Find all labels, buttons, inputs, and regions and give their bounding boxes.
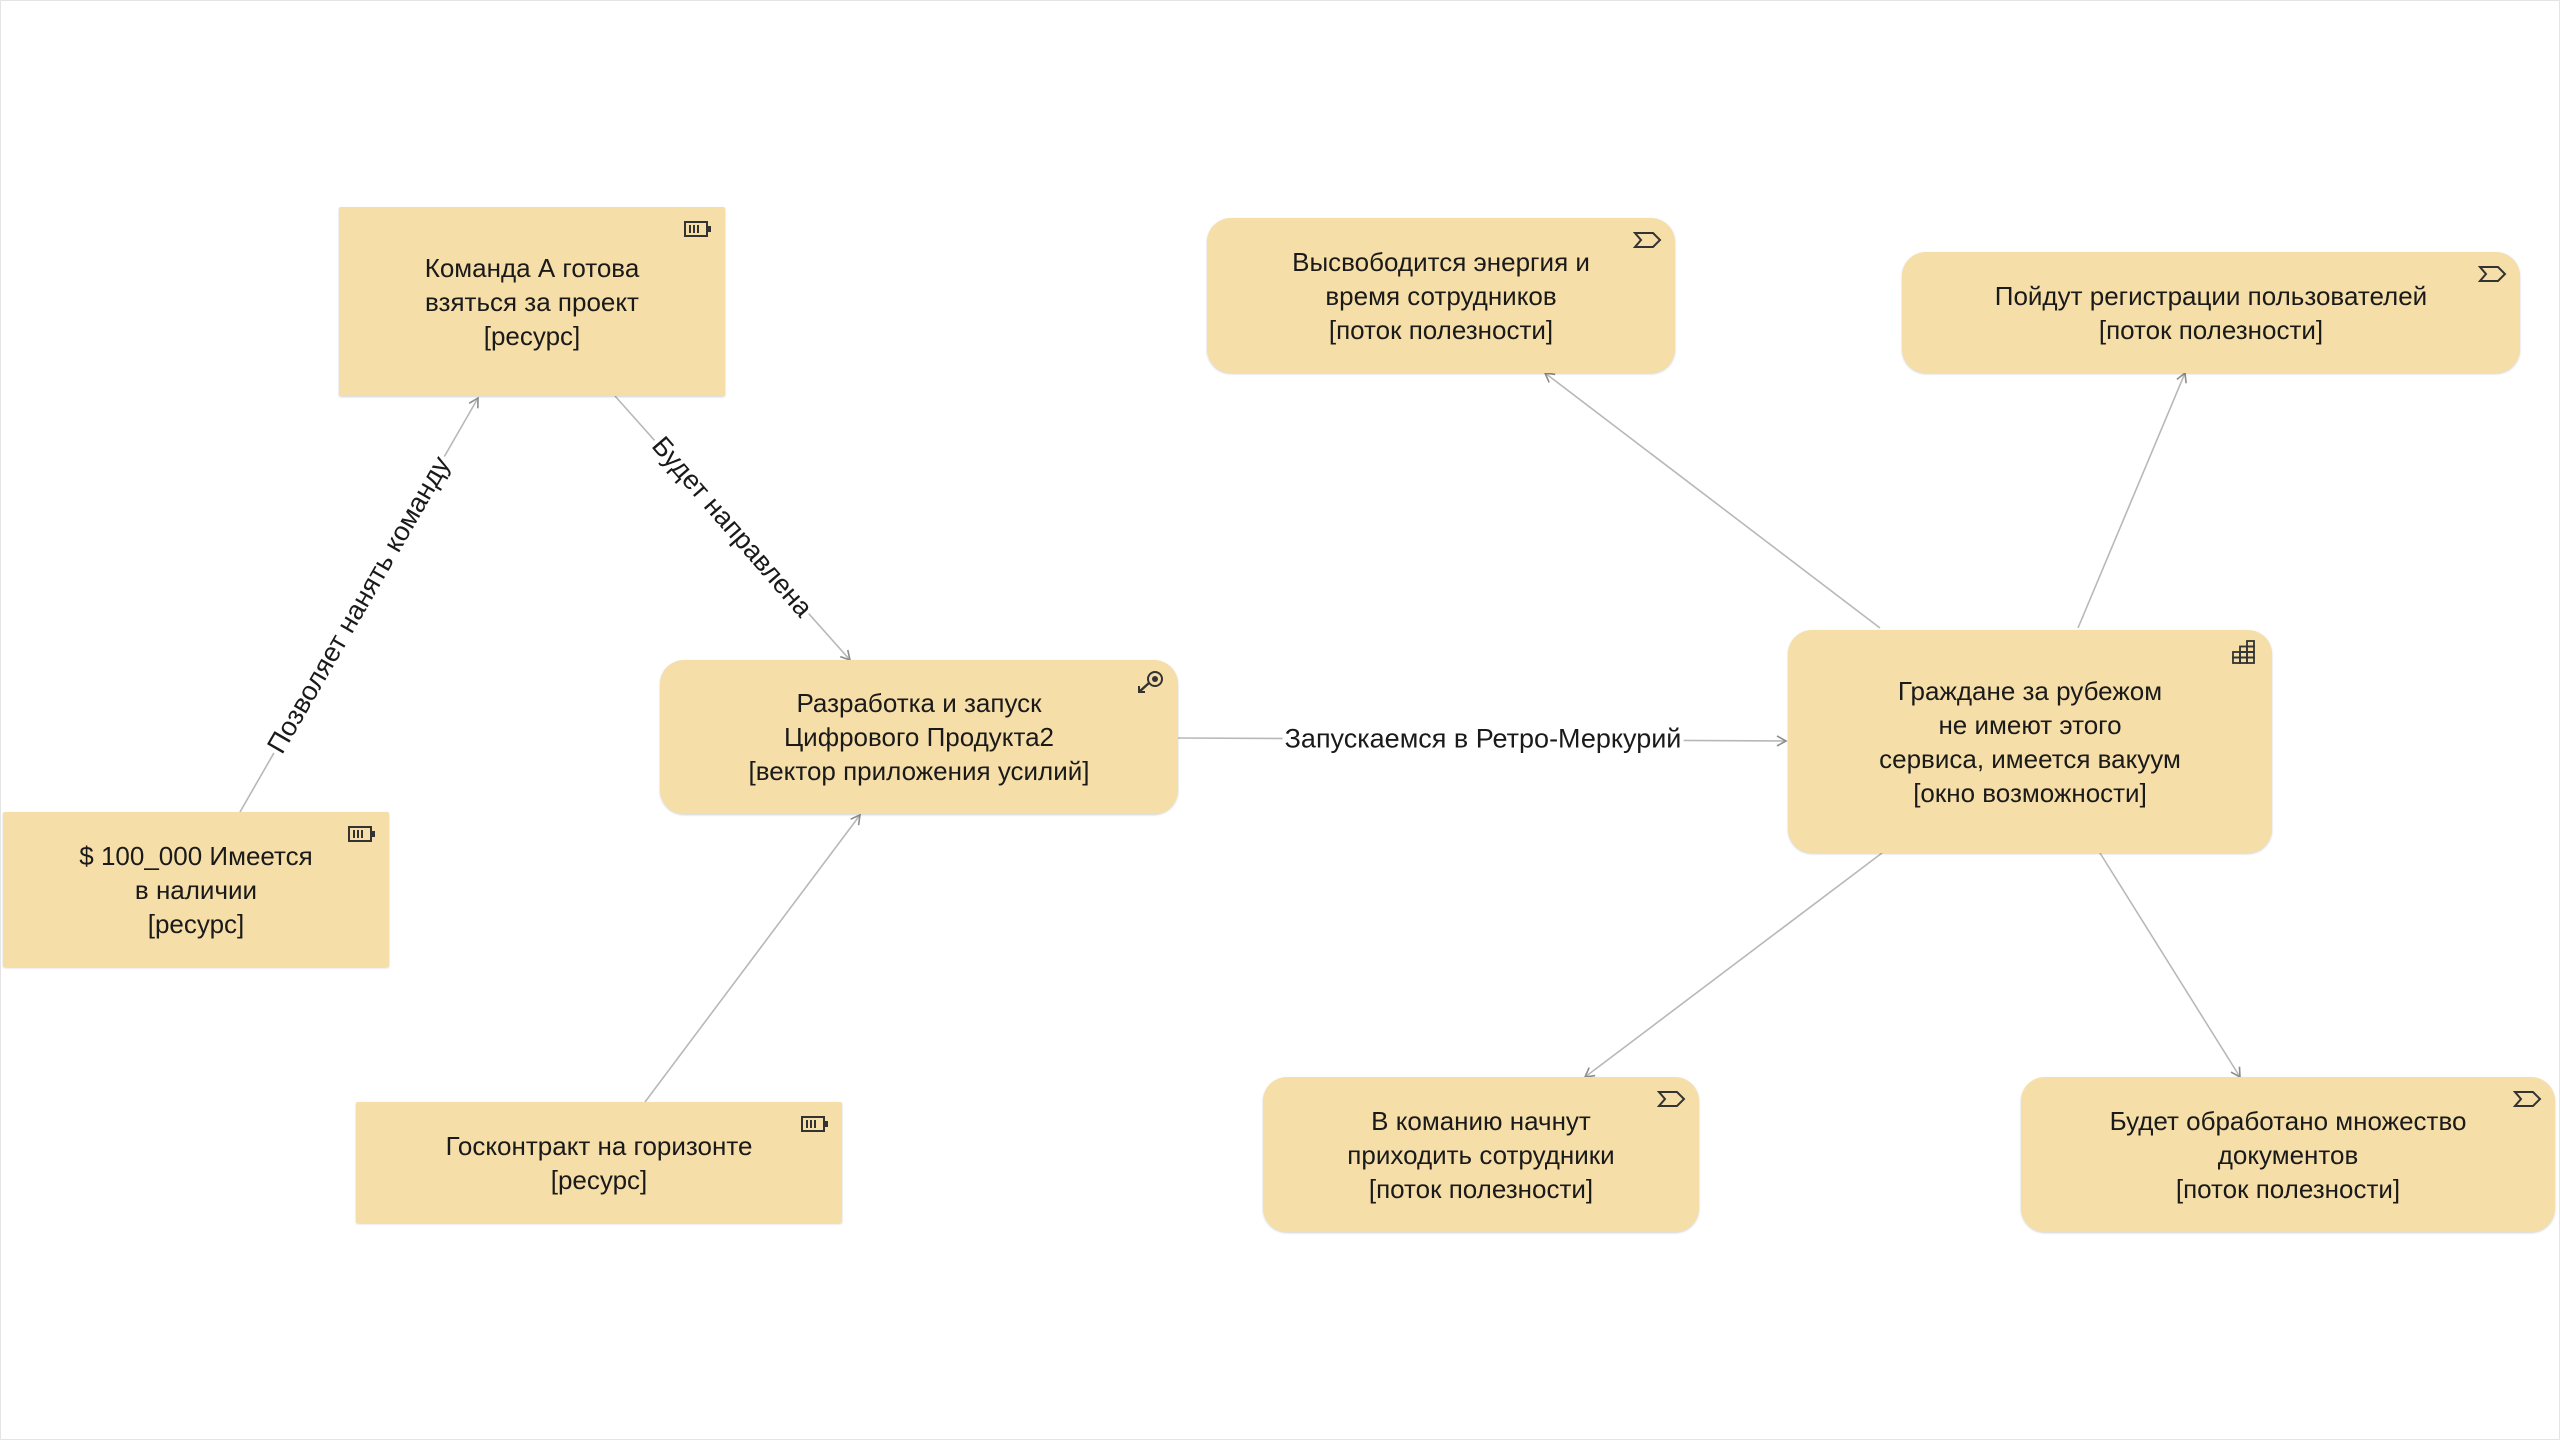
node-text-line: В команию начнут (1371, 1105, 1591, 1136)
resource-icon (684, 221, 711, 237)
node-type-label: [ресурс] (550, 1164, 648, 1195)
value-stream-icon (2513, 1091, 2542, 1107)
capability-icon (2232, 640, 2255, 664)
node-text-line: в наличии (134, 874, 258, 905)
node-text-line: не имеют этого (1938, 709, 2122, 740)
node-text-line: Граждане за рубежом (1897, 675, 2163, 706)
node-type-label: [окно возможности] (1913, 777, 2147, 808)
node-text-line: сервиса, имеется вакуум (1879, 743, 2181, 774)
resource-icon (348, 826, 375, 842)
node-text-line: Разработка и запуск (796, 688, 1042, 718)
edge-citizens-to-energy[interactable] (1543, 372, 1881, 629)
edge-contract-to-product[interactable] (644, 813, 861, 1103)
value-stream-icon (1633, 232, 1662, 248)
course-of-action-node-product[interactable]: Разработка и запуск Цифрового Продукта2 … (660, 660, 1178, 814)
node-text-line: время сотрудников (1325, 280, 1557, 311)
node-text-line: Команда А готова (424, 252, 640, 283)
node-type-label: [поток полезности] (1328, 314, 1554, 345)
value-stream-icon (2478, 266, 2507, 282)
edge-citizens-to-documents[interactable] (2099, 852, 2241, 1079)
node-text-line: Госконтракт на горизонте (445, 1130, 753, 1161)
node-type-label: [вектор приложения усилий] (748, 756, 1090, 786)
resource-icon (801, 1116, 828, 1132)
resource-node-team[interactable]: Команда А готова взяться за проект [ресу… (339, 207, 725, 396)
node-text-line: Пойдут регистрации пользователей (1994, 280, 2428, 311)
node-text-line: Высвободится энергия и (1292, 246, 1590, 277)
value-stream-icon (1657, 1091, 1686, 1107)
value-stream-node-energy[interactable]: Высвободится энергия и время сотрудников… (1207, 218, 1675, 373)
node-text-line: документов (2217, 1139, 2359, 1170)
node-text-line: Цифрового Продукта2 (783, 722, 1055, 752)
capability-node-citizens[interactable]: Граждане за рубежом не имеют этого серви… (1788, 630, 2272, 853)
value-stream-node-registrations[interactable]: Пойдут регистрации пользователей [поток … (1902, 252, 2520, 373)
node-type-label: [поток полезности] (2175, 1173, 2401, 1204)
resource-node-money[interactable]: $ 100_000 Имеется в наличии [ресурс] (3, 812, 389, 967)
value-stream-node-documents[interactable]: Будет обработано множество документов [п… (2021, 1077, 2555, 1232)
node-type-label: [поток полезности] (2098, 314, 2324, 345)
node-type-label: [поток полезности] (1368, 1173, 1594, 1204)
node-type-label: [ресурс] (483, 320, 581, 351)
edge-label-product-to-citizens: Запускаемся в Ретро-Меркурий (1282, 723, 1684, 755)
course-of-action-icon (1138, 671, 1163, 693)
edge-citizens-to-employees[interactable] (1583, 852, 1883, 1078)
node-text-line: взяться за проект (425, 286, 639, 317)
node-text-line: Будет обработано множество (2109, 1105, 2467, 1136)
node-text-line: $ 100_000 Имеется (79, 840, 313, 871)
node-type-label: [ресурс] (147, 908, 245, 939)
node-text-line: приходить сотрудники (1347, 1139, 1615, 1170)
resource-node-contract[interactable]: Госконтракт на горизонте [ресурс] (356, 1102, 842, 1223)
edge-citizens-to-registrations[interactable] (2077, 371, 2187, 629)
value-stream-node-employees[interactable]: В команию начнут приходить сотрудники [п… (1263, 1077, 1699, 1232)
